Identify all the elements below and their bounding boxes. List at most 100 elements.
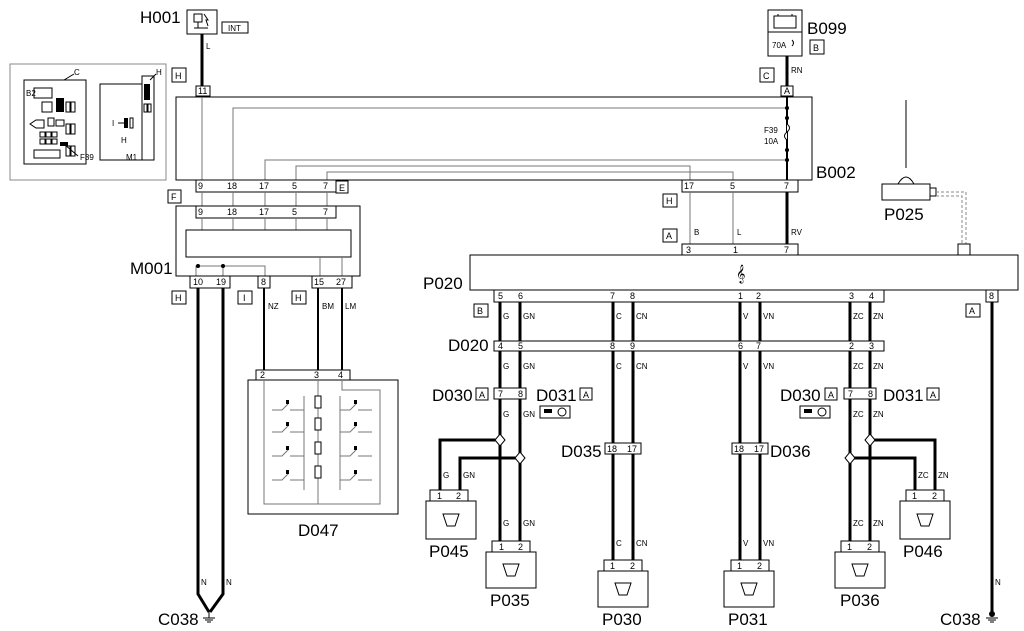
wc-zn-p046: ZN [938, 471, 949, 480]
pin-d030l-7: 7 [498, 389, 503, 399]
wc-vn-2: VN [763, 362, 774, 371]
f39-name: F39 [764, 126, 778, 135]
tag-h2-m001: H [295, 293, 302, 303]
wire-code-l: L [737, 228, 742, 237]
pin-b002-7: 7 [323, 181, 328, 191]
pin-m001-15: 15 [314, 277, 324, 287]
wc-gn-4: GN [523, 519, 535, 528]
m001-label: M001 [130, 259, 173, 278]
wc-v-2: V [743, 362, 749, 371]
door-speaker-icon [539, 405, 571, 419]
pin-d047-2: 2 [260, 370, 265, 380]
wire-code-lm: LM [345, 302, 356, 311]
pin-p036-2: 2 [867, 542, 872, 552]
pin-m001-8: 8 [261, 277, 266, 287]
pin-m001-27: 27 [336, 277, 346, 287]
tag-i-m001: I [243, 293, 246, 303]
d031-right-label: D031 [883, 386, 924, 405]
battery-b099: 70A B099 B RN C A [759, 9, 847, 97]
pin-b002-9: 9 [198, 181, 203, 191]
wc-zn-3: ZN [873, 410, 884, 419]
tag-h-m001: H [175, 293, 182, 303]
h001-label: H001 [140, 8, 181, 27]
inset-h2-label: H [121, 136, 127, 145]
pin-m001-5: 5 [292, 207, 297, 217]
speaker-p046: 1 2 P046 [899, 489, 951, 561]
antenna-p025: P025 [881, 100, 967, 244]
pin-p020-6: 6 [518, 291, 523, 301]
wc-c-3: C [616, 539, 622, 548]
pin-d047-4: 4 [338, 370, 343, 380]
pin-p020-top-3: 3 [686, 245, 691, 255]
wc-vn-3: VN [763, 539, 774, 548]
pin-h001-11: 11 [198, 86, 207, 96]
d035-label: D035 [561, 442, 602, 461]
steering-controls-d047: 2 3 4 D047 [247, 369, 399, 540]
pin-b002-5: 5 [292, 181, 297, 191]
pin-m001-18: 18 [227, 207, 237, 217]
pin-d047-3: 3 [314, 370, 319, 380]
pin-m001-19: 19 [216, 277, 226, 287]
b002-p020-wires: B L RV H A [662, 192, 803, 244]
speaker-p045: 1 2 P045 [425, 489, 477, 561]
pin-d035-17: 17 [627, 444, 637, 454]
pin-p020-4: 4 [869, 291, 874, 301]
p036-label: P036 [840, 591, 880, 610]
wc-cn-1: CN [636, 312, 648, 321]
inset-i-label: I [112, 119, 114, 128]
c038-left-label: C038 [158, 610, 199, 629]
p045-label: P045 [429, 542, 469, 561]
pin-p035-1: 1 [499, 542, 504, 552]
clef-icon: 𝄞 [736, 265, 745, 284]
pin-b002-18: 18 [227, 181, 237, 191]
wc-gn-3: GN [523, 410, 535, 419]
b002-label: B002 [816, 163, 856, 182]
pin-d020-2: 2 [849, 341, 854, 351]
wc-zc-3: ZC [853, 410, 864, 419]
wire-code-l-h001: L [206, 42, 211, 51]
p020-label: P020 [423, 274, 463, 293]
pin-d020-7: 7 [756, 341, 761, 351]
pin-d036-18: 18 [734, 444, 744, 454]
wc-gn-p045: GN [463, 471, 475, 480]
inset-h1-label: H [156, 68, 162, 77]
b002-m001-wires [201, 192, 328, 206]
pin-d020-6: 6 [738, 341, 743, 351]
main-fuse-rating: 70A [772, 41, 787, 50]
tag-a-b002: A [666, 231, 672, 241]
wire-code-n-left-b: N [226, 578, 232, 587]
speaker-icon [916, 513, 934, 527]
pin-p020-7: 7 [610, 291, 615, 301]
p020-ground-wire: N C038 [940, 302, 1001, 629]
wc-zc-2: ZC [853, 362, 864, 371]
amplifier-p020: 3 1 7 𝄞 P020 5 6 7 8 1 2 3 4 8 B A [423, 243, 1019, 318]
c038-right-label: C038 [940, 610, 981, 629]
d030-left-label: D030 [432, 386, 473, 405]
m001-d047-wires: NZ BM LM [263, 288, 356, 370]
f39-rating: 10A [764, 137, 779, 146]
speaker-p036: 1 2 P036 [834, 540, 886, 610]
inset-c-label: C [74, 68, 80, 77]
wire-code-n-right: N [995, 578, 1001, 587]
connector-d030-d031-right: D030 A 7 8 D031 A [780, 386, 940, 419]
wc-c-1: C [616, 312, 622, 321]
pin-b099-a: A [784, 86, 790, 96]
wire-code-rv: RV [791, 228, 803, 237]
tag-f: F [171, 192, 177, 202]
speaker-icon [851, 563, 869, 577]
speaker-wires [438, 302, 937, 560]
tag-a-d030r: A [828, 390, 834, 400]
connector-d036: 18 17 D036 [731, 442, 811, 461]
speaker-icon [614, 582, 632, 596]
tag-b-p020: B [477, 306, 483, 316]
d020-label: D020 [448, 336, 489, 355]
wc-vn-1: VN [763, 312, 774, 321]
p031-label: P031 [728, 610, 768, 629]
pin-p046-1: 1 [912, 491, 917, 501]
pin-p020-1: 1 [738, 291, 743, 301]
wc-zc-1: ZC [853, 312, 864, 321]
p025-label: P025 [884, 205, 924, 224]
pin-d030l-8: 8 [518, 389, 523, 399]
p030-label: P030 [602, 610, 642, 629]
